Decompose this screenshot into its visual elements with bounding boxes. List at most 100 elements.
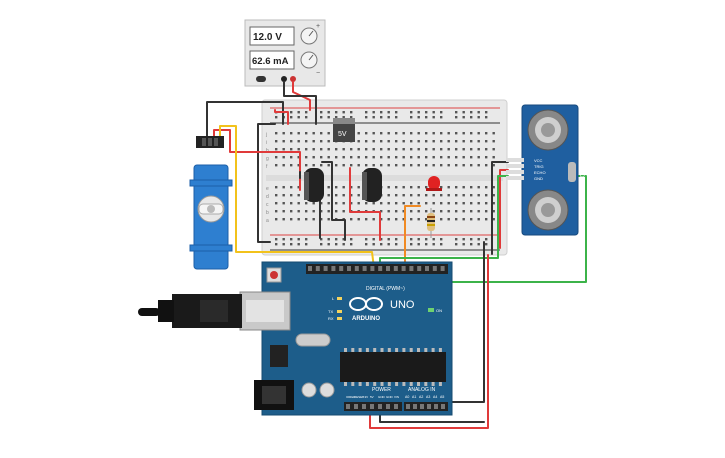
breadboard-hole[interactable] bbox=[470, 132, 473, 135]
breadboard-hole[interactable] bbox=[327, 164, 330, 167]
breadboard-hole[interactable] bbox=[350, 194, 353, 197]
rail-hole[interactable] bbox=[320, 238, 323, 241]
breadboard-hole[interactable] bbox=[470, 186, 473, 189]
breadboard-hole[interactable] bbox=[410, 156, 413, 159]
sensor-pin[interactable] bbox=[506, 170, 524, 174]
breadboard-hole[interactable] bbox=[447, 132, 450, 135]
breadboard-hole[interactable] bbox=[305, 156, 308, 159]
wire-red[interactable] bbox=[499, 169, 509, 249]
arduino-uno-board[interactable]: DIGITAL (PWM~) ARDUINO UNO L TX RX ON bbox=[138, 261, 453, 416]
breadboard-hole[interactable] bbox=[297, 186, 300, 189]
breadboard-holes[interactable] bbox=[275, 111, 495, 246]
rail-hole[interactable] bbox=[432, 238, 435, 241]
analog-pin[interactable] bbox=[441, 404, 445, 409]
rail-hole[interactable] bbox=[410, 116, 413, 119]
breadboard-hole[interactable] bbox=[470, 202, 473, 205]
breadboard-hole[interactable] bbox=[447, 194, 450, 197]
breadboard-hole[interactable] bbox=[432, 140, 435, 143]
rail-hole[interactable] bbox=[372, 116, 375, 119]
breadboard-hole[interactable] bbox=[492, 164, 495, 167]
breadboard-hole[interactable] bbox=[327, 194, 330, 197]
rail-hole[interactable] bbox=[410, 111, 413, 114]
breadboard-hole[interactable] bbox=[335, 164, 338, 167]
rail-hole[interactable] bbox=[305, 243, 308, 246]
rail-hole[interactable] bbox=[290, 111, 293, 114]
breadboard-hole[interactable] bbox=[282, 164, 285, 167]
rail-hole[interactable] bbox=[350, 111, 353, 114]
power-pin[interactable] bbox=[394, 404, 398, 409]
breadboard-hole[interactable] bbox=[447, 140, 450, 143]
sensor-pin[interactable] bbox=[506, 164, 524, 168]
rail-hole[interactable] bbox=[462, 111, 465, 114]
breadboard-hole[interactable] bbox=[410, 140, 413, 143]
rail-hole[interactable] bbox=[432, 111, 435, 114]
rail-hole[interactable] bbox=[395, 238, 398, 241]
breadboard-hole[interactable] bbox=[417, 210, 420, 213]
digital-pin[interactable] bbox=[409, 266, 414, 271]
breadboard-hole[interactable] bbox=[395, 194, 398, 197]
breadboard-hole[interactable] bbox=[470, 210, 473, 213]
power-switch[interactable] bbox=[256, 76, 266, 82]
digital-pin[interactable] bbox=[354, 266, 359, 271]
breadboard-hole[interactable] bbox=[380, 202, 383, 205]
rail-hole[interactable] bbox=[372, 238, 375, 241]
breadboard-hole[interactable] bbox=[380, 210, 383, 213]
digital-pin[interactable] bbox=[393, 266, 398, 271]
breadboard-hole[interactable] bbox=[440, 148, 443, 151]
rail-hole[interactable] bbox=[380, 116, 383, 119]
breadboard-hole[interactable] bbox=[402, 156, 405, 159]
breadboard-hole[interactable] bbox=[282, 186, 285, 189]
breadboard-hole[interactable] bbox=[462, 164, 465, 167]
breadboard-hole[interactable] bbox=[410, 202, 413, 205]
rail-hole[interactable] bbox=[462, 116, 465, 119]
breadboard-hole[interactable] bbox=[282, 148, 285, 151]
rail-hole[interactable] bbox=[380, 111, 383, 114]
digital-pin[interactable] bbox=[331, 266, 336, 271]
breadboard-hole[interactable] bbox=[492, 202, 495, 205]
breadboard-hole[interactable] bbox=[297, 140, 300, 143]
breadboard-hole[interactable] bbox=[425, 164, 428, 167]
red-led[interactable] bbox=[426, 176, 442, 191]
breadboard-hole[interactable] bbox=[297, 148, 300, 151]
breadboard-hole[interactable] bbox=[432, 202, 435, 205]
breadboard-hole[interactable] bbox=[440, 202, 443, 205]
breadboard-hole[interactable] bbox=[485, 140, 488, 143]
breadboard-hole[interactable] bbox=[327, 132, 330, 135]
breadboard-hole[interactable] bbox=[432, 148, 435, 151]
breadboard-hole[interactable] bbox=[395, 140, 398, 143]
servo-motor[interactable] bbox=[189, 136, 233, 270]
rail-hole[interactable] bbox=[425, 238, 428, 241]
breadboard-hole[interactable] bbox=[470, 156, 473, 159]
rail-hole[interactable] bbox=[372, 243, 375, 246]
breadboard-hole[interactable] bbox=[275, 218, 278, 221]
breadboard-hole[interactable] bbox=[447, 186, 450, 189]
breadboard-hole[interactable] bbox=[485, 164, 488, 167]
breadboard-hole[interactable] bbox=[462, 132, 465, 135]
breadboard-hole[interactable] bbox=[312, 148, 315, 151]
digital-pin[interactable] bbox=[425, 266, 429, 271]
breadboard-hole[interactable] bbox=[320, 202, 323, 205]
rail-hole[interactable] bbox=[342, 111, 345, 114]
breadboard-hole[interactable] bbox=[290, 148, 293, 151]
digital-pin[interactable] bbox=[308, 266, 312, 271]
rail-hole[interactable] bbox=[320, 116, 323, 119]
breadboard-hole[interactable] bbox=[282, 194, 285, 197]
breadboard-hole[interactable] bbox=[387, 132, 390, 135]
rail-hole[interactable] bbox=[387, 111, 390, 114]
breadboard-hole[interactable] bbox=[335, 210, 338, 213]
rail-hole[interactable] bbox=[470, 238, 473, 241]
breadboard-hole[interactable] bbox=[357, 218, 360, 221]
breadboard-hole[interactable] bbox=[275, 202, 278, 205]
rail-hole[interactable] bbox=[432, 243, 435, 246]
breadboard-hole[interactable] bbox=[320, 140, 323, 143]
analog-pin[interactable] bbox=[413, 404, 417, 409]
breadboard-hole[interactable] bbox=[492, 186, 495, 189]
breadboard-hole[interactable] bbox=[282, 132, 285, 135]
analog-pin[interactable] bbox=[434, 404, 438, 409]
power-pin[interactable] bbox=[378, 404, 382, 409]
breadboard-hole[interactable] bbox=[305, 202, 308, 205]
breadboard-hole[interactable] bbox=[290, 210, 293, 213]
breadboard-hole[interactable] bbox=[380, 164, 383, 167]
breadboard-hole[interactable] bbox=[350, 218, 353, 221]
breadboard-hole[interactable] bbox=[342, 148, 345, 151]
